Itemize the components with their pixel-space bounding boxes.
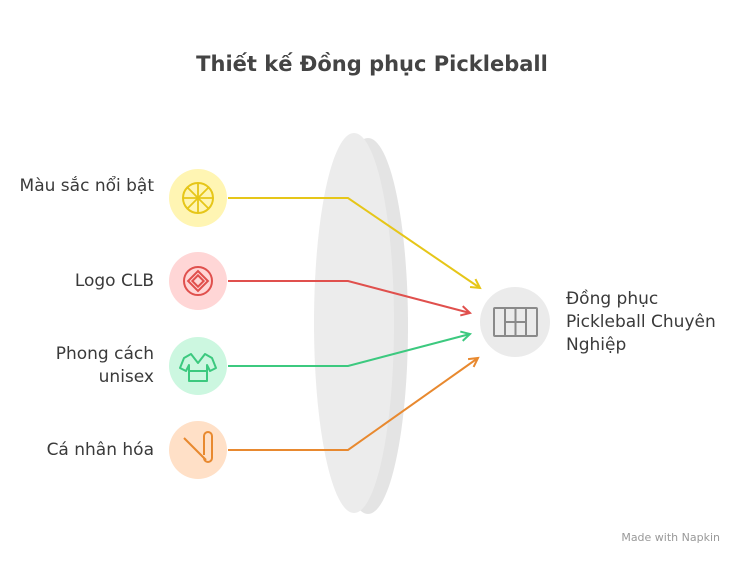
logo-emblem-icon — [183, 266, 213, 296]
made-with-napkin: Made with Napkin — [621, 531, 720, 544]
diagram-title: Thiết kế Đồng phục Pickleball — [196, 52, 548, 76]
pickleball-court-icon — [493, 307, 538, 337]
connector-arrow — [228, 197, 482, 290]
input-label-personalize: Cá nhân hóa — [46, 440, 154, 460]
input-label-colors: Màu sắc nổi bật — [19, 176, 154, 196]
output-node — [480, 287, 550, 357]
input-label-unisex: Phong cách unisex — [55, 344, 154, 387]
output-label: Đồng phục Pickleball Chuyên Nghiệp — [566, 289, 716, 355]
input-node — [169, 421, 227, 479]
uniform-jacket-icon — [179, 353, 217, 382]
input-node — [169, 337, 227, 395]
lens-front — [314, 133, 394, 513]
connector-arrow — [228, 280, 473, 317]
connector-arrow — [228, 356, 480, 451]
input-node — [169, 252, 227, 310]
citrus-slice-icon — [182, 182, 214, 214]
connector-arrow — [228, 330, 473, 367]
input-node — [169, 169, 227, 227]
safety-pin-icon — [183, 431, 213, 463]
input-label-logo: Logo CLB — [74, 271, 154, 291]
